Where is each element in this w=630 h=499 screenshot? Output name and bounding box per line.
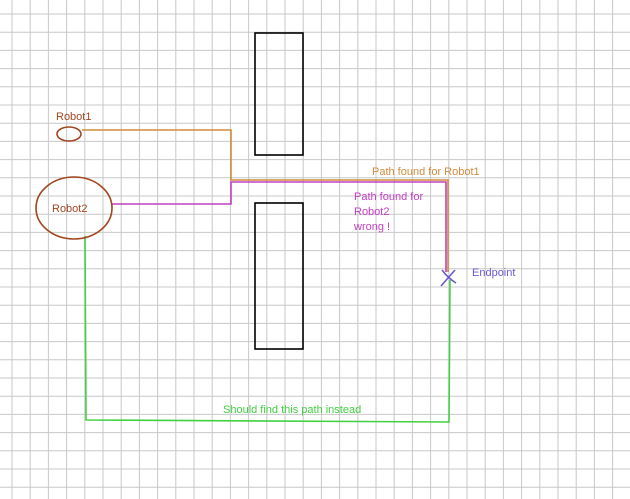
obstacle-bottom bbox=[254, 202, 304, 350]
suggested-path-label: Should find this path instead bbox=[223, 404, 361, 416]
obstacle-top bbox=[254, 32, 304, 156]
robot2-path bbox=[112, 181, 447, 272]
suggested-path bbox=[84, 235, 451, 423]
robot2-path-label-line2: Robot2 bbox=[354, 206, 389, 218]
robot2-path-label-line3: wrong ! bbox=[353, 221, 390, 233]
robot2-marker bbox=[35, 176, 113, 240]
robot2-label: Robot2 bbox=[52, 203, 87, 215]
endpoint-marker bbox=[440, 269, 457, 287]
robot1-path-label: Path found for Robot1 bbox=[372, 166, 480, 178]
endpoint-label: Endpoint bbox=[472, 267, 515, 279]
robot1-marker bbox=[56, 126, 82, 142]
robot1-path bbox=[82, 129, 449, 272]
robot1-label: Robot1 bbox=[56, 111, 91, 123]
robot2-path-label-line1: Path found for bbox=[354, 191, 423, 203]
